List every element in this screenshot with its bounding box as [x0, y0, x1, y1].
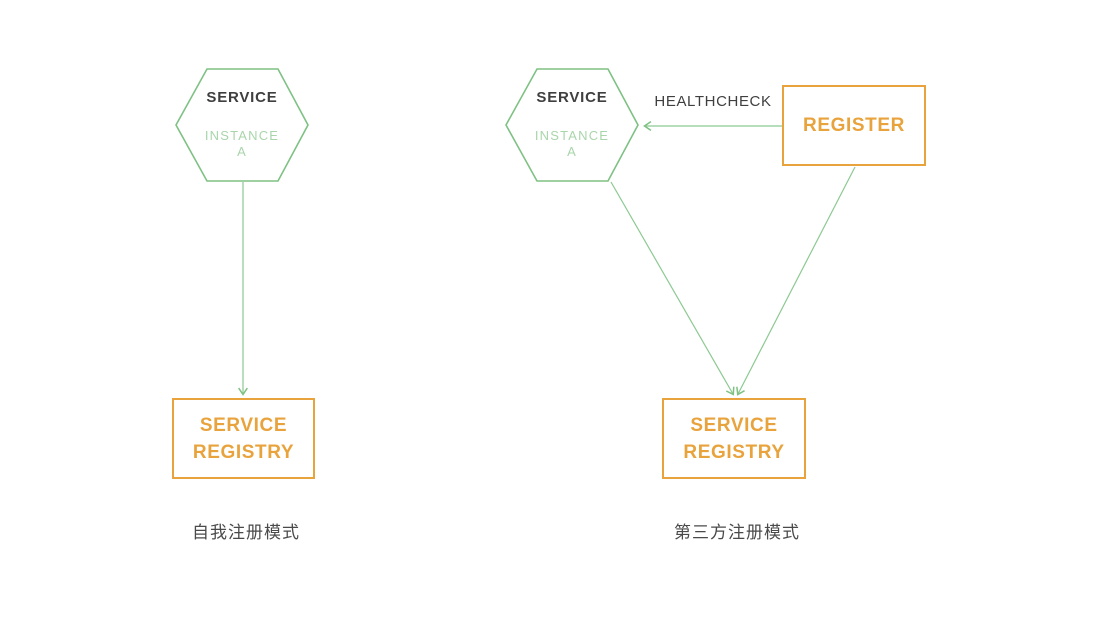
healthcheck-label: HEALTHCHECK — [654, 93, 772, 110]
service-hexagon-instance-left: INSTANCE A — [176, 128, 308, 160]
service-hexagon-instance-right: INSTANCE A — [506, 128, 638, 160]
service-registry-box-left: SERVICE REGISTRY — [172, 398, 315, 479]
service-hexagon-title-right: SERVICE — [536, 89, 608, 106]
service-to-registry-arrow — [610, 181, 735, 396]
service-hexagon-title-left: SERVICE — [206, 89, 278, 106]
registry-label-line2: REGISTRY — [683, 441, 785, 463]
registry-label-line2: REGISTRY — [192, 441, 295, 463]
service-registry-box-right: SERVICE REGISTRY — [662, 398, 806, 479]
instance-line1: INSTANCE — [534, 128, 610, 143]
registry-label-line1: SERVICE — [690, 414, 778, 436]
register-box: REGISTER — [782, 85, 926, 166]
service-instance-hexagon-left — [175, 68, 309, 182]
instance-line1: INSTANCE — [204, 128, 280, 143]
instance-line2: A — [237, 144, 247, 159]
registry-label-line1: SERVICE — [199, 414, 288, 436]
service-instance-hexagon-right — [505, 68, 639, 182]
instance-line2: A — [567, 144, 577, 159]
caption-self-registration: 自我注册模式 — [192, 523, 300, 542]
register-to-registry-arrow — [736, 166, 856, 396]
caption-third-party-registration: 第三方注册模式 — [674, 523, 800, 542]
register-label: REGISTER — [803, 115, 905, 136]
